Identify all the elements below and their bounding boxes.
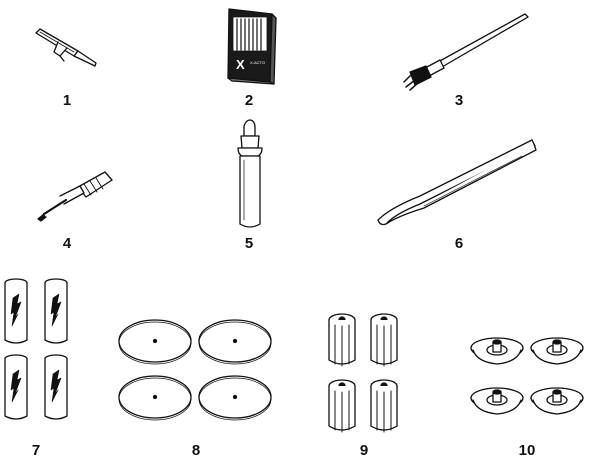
item-number-1: 1 bbox=[62, 92, 72, 109]
screwdriver-icon bbox=[37, 171, 113, 222]
pack-small-text: X-ACTO bbox=[250, 60, 266, 65]
item-number-6: 6 bbox=[454, 235, 464, 252]
collet bbox=[328, 379, 356, 433]
cleaning-brush-icon bbox=[403, 13, 529, 91]
cartridge bbox=[4, 354, 28, 420]
felt-discs-icon bbox=[118, 319, 272, 421]
item-number-9: 9 bbox=[359, 442, 369, 459]
felt-disc bbox=[118, 375, 192, 421]
holder-cup bbox=[530, 387, 584, 415]
item-number-7: 7 bbox=[31, 442, 41, 459]
item-number-4: 4 bbox=[62, 235, 72, 252]
felt-disc bbox=[198, 319, 272, 365]
felt-disc bbox=[198, 375, 272, 421]
item-number-8: 8 bbox=[191, 442, 201, 459]
oil-bottle-icon bbox=[237, 119, 263, 228]
collets-icon bbox=[328, 313, 398, 433]
cutter-tool-icon bbox=[35, 28, 97, 67]
cartridge bbox=[44, 354, 68, 420]
cartridge bbox=[44, 278, 68, 344]
collet bbox=[370, 313, 398, 367]
pack-logo: X bbox=[236, 57, 245, 72]
holder-cup bbox=[530, 337, 584, 365]
item-number-5: 5 bbox=[244, 235, 254, 252]
item-number-2: 2 bbox=[244, 92, 254, 109]
cartridge bbox=[4, 278, 28, 344]
holder-cup bbox=[470, 387, 524, 415]
felt-disc bbox=[118, 319, 192, 365]
tweezers-icon bbox=[377, 139, 537, 226]
pin-pack-icon bbox=[227, 8, 277, 85]
holder-cups-icon bbox=[470, 337, 584, 415]
item-number-3: 3 bbox=[454, 92, 464, 109]
collet bbox=[328, 313, 356, 367]
item-number-10: 10 bbox=[518, 442, 536, 459]
collet bbox=[370, 379, 398, 433]
spare-cartridges-icon bbox=[4, 278, 68, 420]
holder-cup bbox=[470, 337, 524, 365]
